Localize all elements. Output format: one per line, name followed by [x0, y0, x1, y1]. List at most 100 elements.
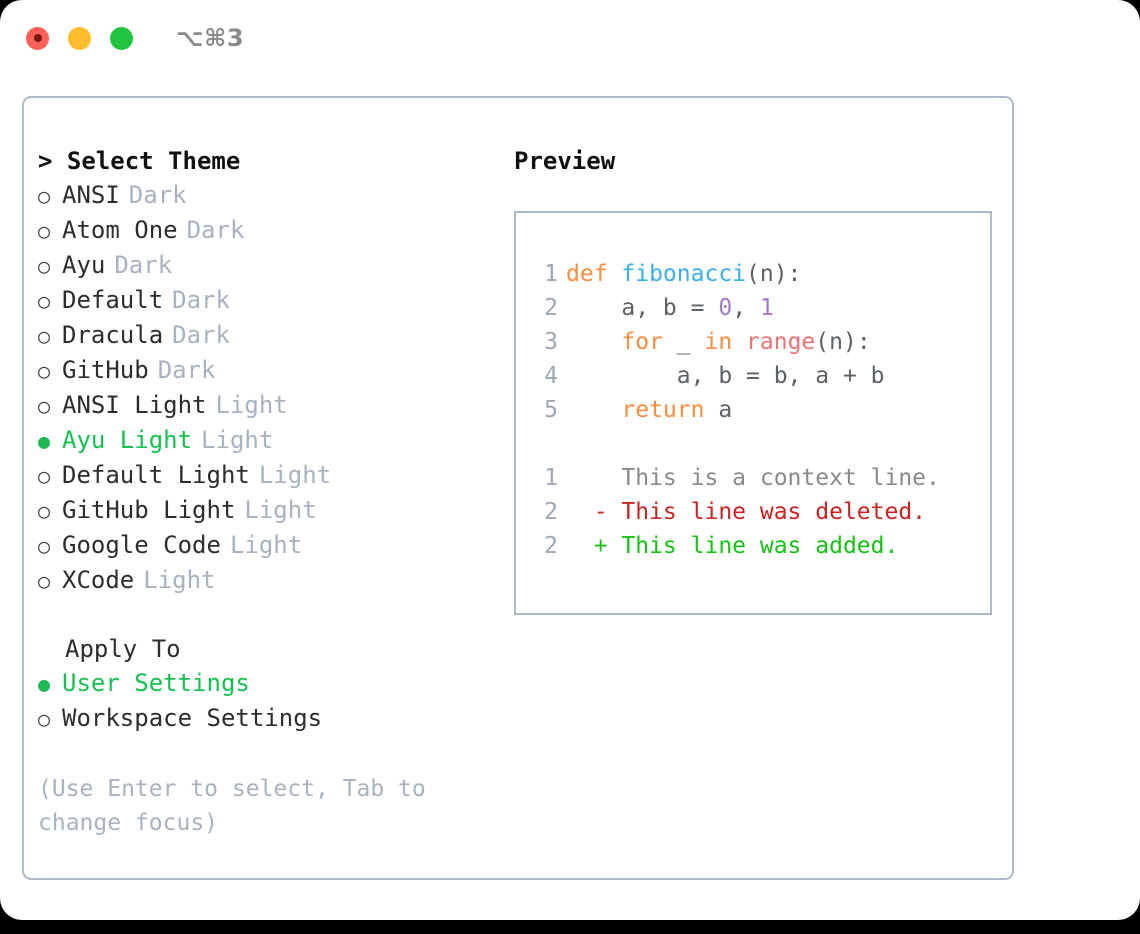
diff-line-content: + This line was added.: [566, 533, 899, 559]
code-token-kw: def: [566, 261, 622, 287]
code-token-var: a: [704, 397, 733, 423]
line-number: 2: [544, 533, 558, 559]
radio-unselected-icon: ○: [38, 359, 51, 383]
maximize-button[interactable]: [110, 26, 133, 50]
code-token-fn: fibonacci: [621, 261, 747, 287]
diff-line-del: 2 - This line was deleted.: [534, 495, 990, 529]
code-line-content: a, b = b, a + b: [566, 359, 885, 393]
radio-unselected-icon: ○: [38, 569, 51, 593]
radio-unselected-icon: ○: [38, 464, 51, 488]
line-number: 1: [544, 261, 558, 287]
diff-line-ctx: 1 This is a context line.: [534, 461, 990, 495]
code-spacer: [534, 427, 990, 461]
code-token-kw: return: [621, 397, 705, 423]
theme-variant-tag: Dark: [172, 321, 230, 349]
theme-option-label: GitHub: [62, 356, 149, 384]
theme-variant-tag: Dark: [172, 286, 230, 314]
code-line-content: return a: [566, 393, 732, 427]
theme-option-label: Google Code: [62, 531, 221, 559]
theme-option-default-light[interactable]: ○ Default Light Light: [38, 458, 500, 493]
radio-unselected-icon: ○: [38, 184, 51, 208]
theme-variant-tag: Light: [244, 496, 317, 524]
code-line-content: for _ in range(n):: [566, 325, 871, 359]
code-line-content: a, b = 0, 1: [566, 291, 774, 325]
theme-variant-tag: Light: [215, 391, 288, 419]
theme-option-label: Atom One: [62, 216, 178, 244]
theme-option-label: Ayu Light: [62, 426, 193, 454]
theme-variant-tag: Dark: [186, 216, 245, 244]
apply-to-option-workspace-settings[interactable]: ○Workspace Settings: [38, 701, 500, 736]
theme-option-label: ANSI Light: [62, 391, 207, 419]
select-theme-heading: > Select Theme: [38, 147, 241, 175]
radio-unselected-icon: ○: [38, 219, 51, 243]
code-token-var: _: [662, 329, 705, 355]
title-bar: ⌥⌘3: [0, 0, 1140, 76]
theme-variant-tag: Light: [201, 426, 274, 454]
diff-block: 1 This is a context line.2 - This line w…: [534, 461, 990, 563]
line-number: 1: [544, 465, 558, 491]
theme-option-ayu[interactable]: ○ Ayu Dark: [38, 248, 500, 283]
close-button[interactable]: [26, 26, 49, 50]
apply-to-option-label: User Settings: [62, 669, 250, 697]
theme-variant-tag: Dark: [114, 251, 173, 279]
code-token-var: a, b = b, a + b: [566, 363, 885, 389]
theme-variant-tag: Dark: [157, 356, 216, 384]
diff-line-add: 2 + This line was added.: [534, 529, 990, 563]
theme-variant-tag: Light: [143, 566, 216, 594]
code-token-num: 1: [759, 295, 774, 321]
code-line: 1 def fibonacci(n):: [534, 257, 990, 291]
minimize-button[interactable]: [68, 26, 91, 50]
theme-option-label: Ayu: [62, 251, 106, 279]
radio-selected-icon: ●: [38, 429, 51, 453]
code-token-var: [566, 329, 621, 355]
apply-to-option-user-settings[interactable]: ● User Settings: [38, 666, 500, 701]
theme-variant-tag: Dark: [128, 181, 187, 209]
radio-unselected-icon: ○: [38, 534, 51, 558]
theme-option-label: XCode: [62, 566, 135, 594]
radio-unselected-icon: ○: [38, 499, 51, 523]
radio-unselected-icon: ○: [38, 254, 51, 278]
theme-option-atom-one[interactable]: ○ Atom One Dark: [38, 213, 500, 248]
apply-to-heading: Apply To: [65, 635, 181, 663]
radio-unselected-icon: ○: [38, 707, 51, 731]
code-token-var: [566, 397, 621, 423]
theme-variant-tag: Light: [229, 531, 303, 559]
apply-to-option-list: ● User Settings ○Workspace Settings: [38, 666, 500, 736]
theme-option-label: Default Light: [62, 461, 250, 489]
code-line: 2 a, b = 0, 1: [534, 291, 990, 325]
code-line: 4 a, b = b, a + b: [534, 359, 990, 393]
keyboard-hint-text: (Use Enter to select, Tab to change focu…: [38, 776, 440, 836]
code-token-punc: (n):: [746, 261, 802, 287]
code-token-kw: in: [704, 329, 733, 355]
diff-line-content: - This line was deleted.: [566, 499, 927, 525]
code-token-punc: (n):: [815, 329, 871, 355]
theme-option-xcode[interactable]: ○ XCode Light: [38, 563, 500, 598]
code-line-content: def fibonacci(n):: [566, 257, 801, 291]
window-controls: [26, 26, 133, 50]
theme-option-label: Default: [62, 286, 164, 314]
diff-line-content: This is a context line.: [566, 465, 940, 491]
keyboard-shortcut-label: ⌥⌘3: [176, 24, 245, 52]
line-number: 4: [544, 363, 558, 389]
code-token-var: a, b =: [566, 295, 719, 321]
theme-option-label: Dracula: [62, 321, 164, 349]
radio-selected-icon: ●: [38, 672, 51, 696]
theme-variant-tag: Light: [258, 461, 332, 489]
theme-option-github[interactable]: ○ GitHub Dark: [38, 353, 500, 388]
line-number: 5: [544, 397, 558, 423]
preview-heading: Preview: [514, 147, 616, 175]
theme-option-google-code[interactable]: ○ Google Code Light: [38, 528, 500, 563]
theme-option-ayu-light[interactable]: ● Ayu Light Light: [38, 423, 500, 458]
